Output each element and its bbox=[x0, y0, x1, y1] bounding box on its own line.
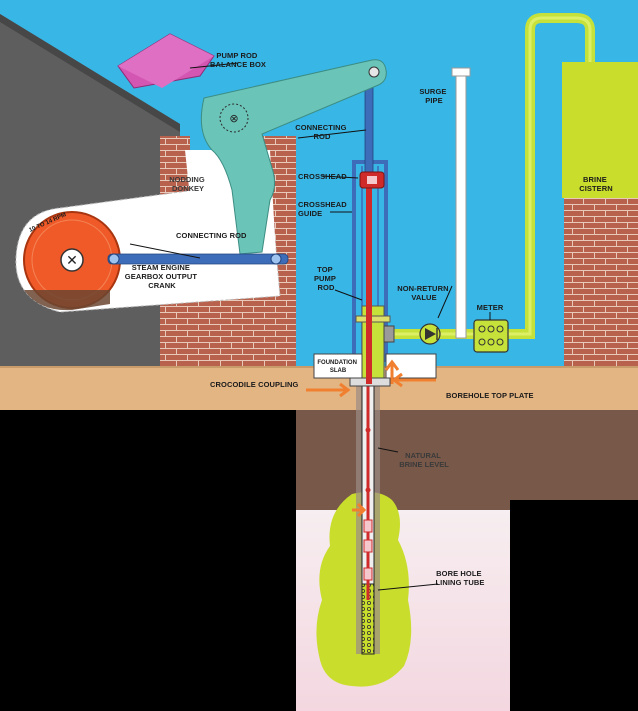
crank-shadow bbox=[24, 290, 110, 311]
surge-pipe bbox=[455, 71, 467, 339]
underground-strata-deep bbox=[296, 500, 510, 510]
brick-pier-base bbox=[160, 296, 296, 366]
brine-delivery-pipe-inner bbox=[384, 16, 592, 336]
crosshead-guide-frame bbox=[352, 160, 356, 362]
label-non-return-valve: NON-RETURN VALUE bbox=[397, 284, 451, 302]
beam-pivot-icon: ⊗ bbox=[229, 112, 238, 125]
label-connecting-rod: CONNECTING ROD bbox=[176, 231, 247, 240]
pump-bucket-3 bbox=[363, 567, 373, 581]
crosshead-guide-frame-right bbox=[384, 160, 388, 362]
connecting-rod-pin-right bbox=[270, 253, 282, 265]
pointer-lines bbox=[129, 62, 491, 591]
label-meter: METER bbox=[477, 303, 504, 312]
arrow-borehole-top-plate bbox=[391, 372, 436, 388]
label-crosshead: CROSSHEAD bbox=[298, 172, 347, 181]
arrow-foundation bbox=[384, 359, 400, 384]
label-borehole-top-plate: BOREHOLE TOP PLATE bbox=[446, 391, 534, 400]
surge-pipe-cap bbox=[451, 67, 471, 77]
label-natural-brine-level: NATURAL BRINE LEVEL bbox=[399, 451, 449, 469]
connecting-rod-horizontal bbox=[107, 253, 289, 265]
valve-arrow-icon bbox=[425, 328, 436, 340]
pump-bucket-1 bbox=[363, 519, 373, 533]
coupling-underground-1 bbox=[365, 427, 371, 433]
connecting-rod-pin-left bbox=[108, 253, 120, 265]
label-bore-hole-lining-tube: BORE HOLE LINING TUBE bbox=[435, 569, 484, 587]
cistern-brick-pier bbox=[564, 196, 638, 366]
pump-bucket-2 bbox=[363, 539, 373, 553]
meter-dials bbox=[478, 325, 504, 346]
label-crosshead-guide: CROSSHEAD GUIDE bbox=[298, 200, 349, 218]
label-foundation-slab: FOUNDATION SLAB bbox=[317, 360, 358, 374]
beam-pivot bbox=[219, 103, 249, 133]
label-brine-cistern: BRINE CISTERN bbox=[579, 175, 613, 193]
label-top-pump-rod: TOP PUMP ROD bbox=[314, 265, 338, 292]
label-steam-engine: STEAM ENGINE GEARBOX OUTPUT CRANK bbox=[125, 263, 199, 290]
engine-house-roof bbox=[0, 14, 180, 132]
top-pump-rod bbox=[366, 184, 372, 384]
coupling-underground-2 bbox=[365, 487, 371, 493]
arrow-crocodile-coupling bbox=[306, 382, 351, 398]
label-crocodile-coupling: CROCODILE COUPLING bbox=[210, 380, 299, 389]
brine-cistern bbox=[562, 62, 638, 198]
underground-strata bbox=[296, 410, 638, 500]
crosshead-slot bbox=[367, 176, 377, 184]
beam-end-pin bbox=[368, 66, 380, 78]
crank-hub-icon: ✕ bbox=[66, 253, 78, 269]
balance-box-top bbox=[118, 34, 214, 88]
nodding-donkey-beam bbox=[200, 59, 387, 255]
label-pump-rod-balance-box: PUMP ROD BALANCE BOX bbox=[210, 51, 266, 69]
label-connecting-rod-top: CONNECTING ROD bbox=[295, 123, 349, 141]
label-nodding-donkey: NODDING DONKEY bbox=[169, 175, 207, 193]
label-surge-pipe: SURGE PIPE bbox=[419, 87, 448, 105]
foundation-slab bbox=[313, 353, 363, 379]
arrow-brine-level bbox=[352, 502, 367, 518]
meter-box bbox=[473, 319, 509, 353]
crank-hub bbox=[60, 248, 84, 272]
pipe-flange bbox=[383, 325, 395, 343]
wellhead-flange bbox=[355, 315, 391, 323]
